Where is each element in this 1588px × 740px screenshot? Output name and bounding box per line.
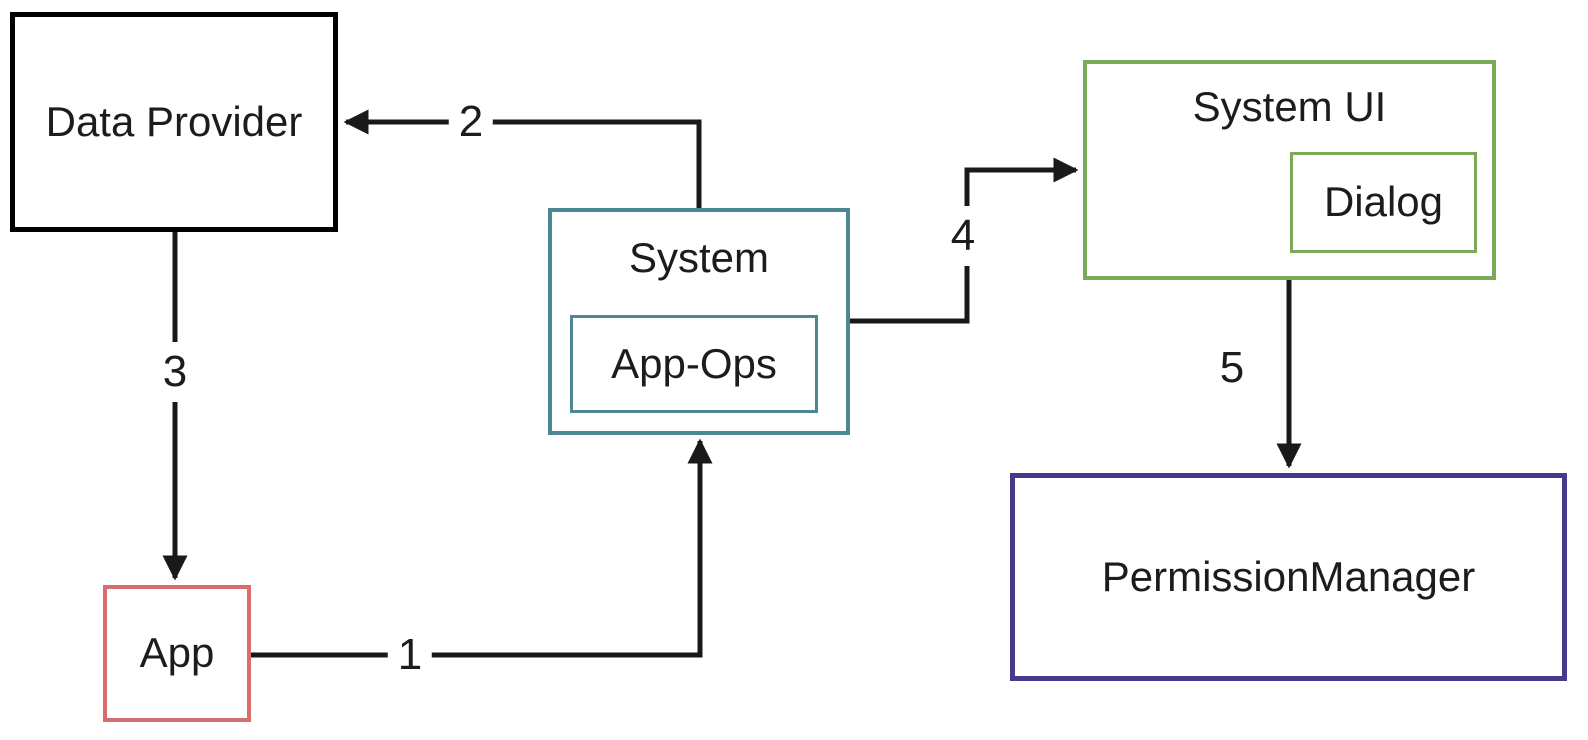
node-system-label: System xyxy=(628,234,770,281)
edge-label-1: 1 xyxy=(387,633,433,677)
node-permission-manager: PermissionManager xyxy=(1010,473,1567,681)
node-system-ui-label: System UI xyxy=(1192,83,1387,130)
edge-label-5: 5 xyxy=(1219,343,1245,392)
node-system: System App-Ops xyxy=(548,208,850,435)
edge-label-3: 3 xyxy=(158,342,192,402)
node-app: App xyxy=(103,585,251,722)
node-permission-manager-label: PermissionManager xyxy=(1101,552,1476,600)
node-dialog-label: Dialog xyxy=(1323,178,1444,226)
node-system-ui: System UI Dialog xyxy=(1083,60,1496,280)
node-app-label: App xyxy=(139,629,215,677)
node-app-ops-label: App-Ops xyxy=(611,339,777,387)
node-dialog: Dialog xyxy=(1290,152,1477,253)
edge-label-2: 2 xyxy=(448,100,494,144)
arrow-1-app-to-system xyxy=(251,438,713,658)
edge-label-4: 4 xyxy=(946,206,980,266)
node-data-provider: Data Provider xyxy=(10,12,338,232)
arrow-2-system-to-data-provider xyxy=(343,109,702,208)
node-data-provider-label: Data Provider xyxy=(45,97,303,145)
node-app-ops: App-Ops xyxy=(570,315,818,413)
